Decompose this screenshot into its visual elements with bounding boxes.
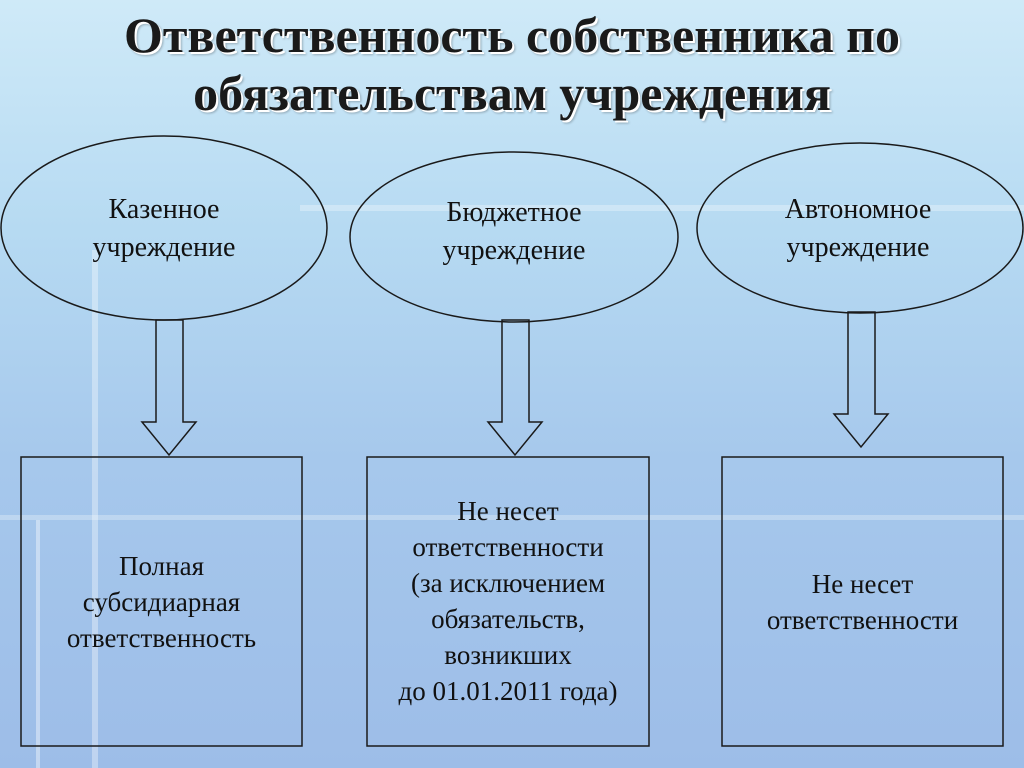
- institution-line: Бюджетное: [446, 197, 582, 228]
- institution-line: учреждение: [786, 232, 930, 263]
- ellipse-byudzhetnoe: [349, 151, 679, 323]
- title-line-2: обязательствам учреждения: [193, 65, 831, 121]
- page-title: Ответственность собственника по обязател…: [0, 6, 1024, 122]
- outcome-line: ответственности: [412, 532, 604, 562]
- outcome-line: возникших: [444, 640, 572, 670]
- outcome-line: субсидиарная: [82, 587, 241, 617]
- outcome-line: Не несет: [457, 496, 559, 526]
- institution-label-avtonomnoe: Автономное учреждение: [738, 191, 978, 267]
- box-kazennoe-outcome: [20, 456, 303, 747]
- outcome-line: ответственность: [66, 623, 257, 653]
- institution-line: Казенное: [108, 194, 220, 225]
- institution-label-byudzhetnoe: Бюджетное учреждение: [394, 194, 634, 270]
- outcome-text-kazennoe: Полная субсидиарная ответственность: [26, 548, 297, 656]
- outcome-line: ответственности: [766, 605, 959, 635]
- institution-label-kazennoe: Казенное учреждение: [44, 191, 284, 267]
- box-avtonomnoe-outcome: [721, 456, 1004, 747]
- outcome-line: Полная: [119, 551, 204, 581]
- outcome-line: Не несет: [811, 569, 914, 599]
- outcome-line: до 01.01.2011 года): [398, 676, 618, 706]
- outcome-text-avtonomnoe: Не несет ответственности: [727, 566, 998, 638]
- outcome-line: (за исключением: [410, 568, 606, 598]
- arrow-down-icon: [832, 311, 890, 449]
- institution-line: учреждение: [92, 232, 236, 263]
- ellipse-avtonomnoe: [696, 142, 1024, 314]
- institution-line: Автономное: [784, 194, 932, 225]
- outcome-line: обязательств,: [431, 604, 585, 634]
- arrow-down-icon: [486, 319, 544, 457]
- arrow-down-icon: [140, 319, 198, 457]
- box-byudzhetnoe-outcome: [366, 456, 650, 747]
- title-line-1: Ответственность собственника по: [123, 7, 900, 63]
- outcome-text-byudzhetnoe: Не несет ответственности (за исключением…: [372, 493, 644, 709]
- institution-line: учреждение: [442, 235, 586, 266]
